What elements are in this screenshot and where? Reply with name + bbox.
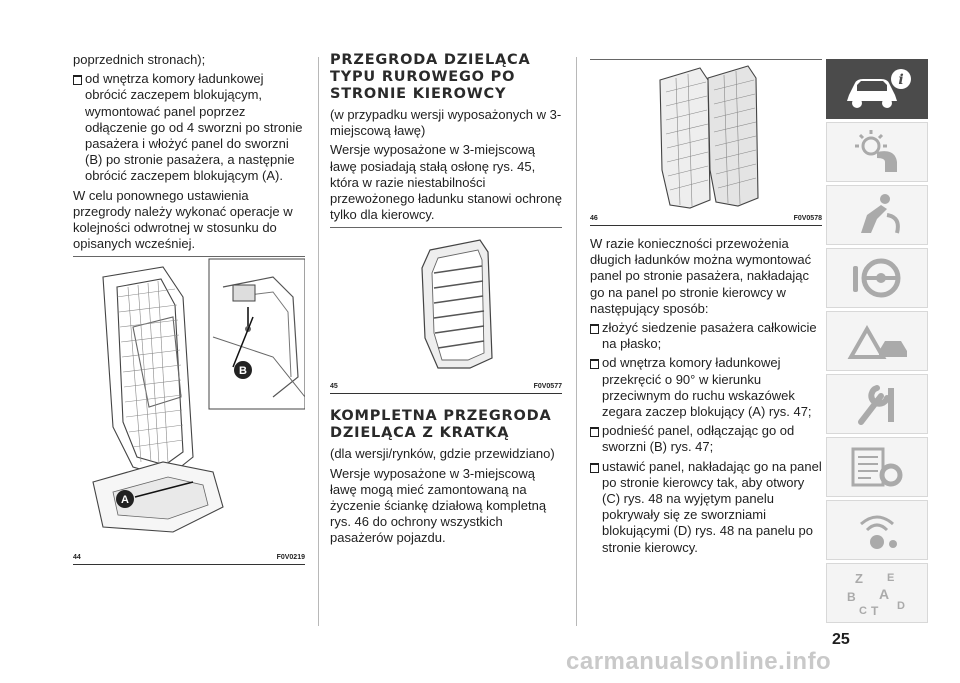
section-heading: KOMPLETNA PRZEGRODA DZIELĄCA Z KRATKĄ [330, 408, 552, 442]
index-letter: C [859, 605, 867, 617]
section-heading: PRZEGRODA DZIELĄCA TYPU RUROWEGO PO STRO… [330, 52, 531, 102]
paragraph: (w przypadku wersji wyposażonych w 3-mie… [330, 107, 562, 139]
wrench-icon [858, 385, 894, 425]
column-3: 46 F0V0578 W razie konieczności przewoże… [590, 59, 822, 559]
svg-text:i: i [898, 72, 903, 88]
figure-caption: 44 F0V0219 [73, 554, 305, 566]
bullet-paragraph: od wnętrza komory ładunkowej przekręcić … [590, 355, 822, 420]
warning-triangle-icon [847, 324, 907, 359]
paragraph: (dla wersji/rynków, gdzie przewidziano) [330, 446, 555, 462]
figure-caption: 46 F0V0578 [590, 215, 822, 226]
tab-index[interactable]: Z E B A C T D [826, 563, 928, 623]
paragraph: poprzednich stronach); [73, 52, 206, 67]
tab-emergency[interactable] [826, 311, 928, 371]
seat-airbag-icon [861, 194, 900, 234]
column-divider [576, 57, 577, 626]
paragraph: W razie konieczności przewożenia długich… [590, 236, 812, 316]
index-letter: Z [855, 571, 863, 586]
steering-wheel-icon [853, 258, 901, 298]
paragraph: Wersje wyposażone w 3-miejscową ławę pos… [330, 142, 562, 223]
tab-dashboard[interactable] [826, 122, 928, 182]
chapter-tabs: i [826, 59, 928, 626]
index-letter: B [847, 590, 856, 604]
figure-number: 46 [590, 215, 598, 222]
tab-car-info[interactable]: i [826, 59, 928, 119]
paragraph: W celu ponownego ustawienia przegrody na… [73, 187, 293, 252]
dashboard-lights-icon [855, 130, 897, 172]
multimedia-icon [860, 515, 897, 549]
tab-technical-data[interactable] [826, 437, 928, 497]
column-2: PRZEGRODA DZIELĄCA TYPU RUROWEGO PO STRO… [330, 52, 562, 550]
figure-caption: 45 F0V0577 [330, 383, 562, 395]
page-number: 25 [832, 631, 850, 648]
tab-safety[interactable] [826, 185, 928, 245]
figure-divider [330, 227, 562, 229]
figure-number: 45 [330, 383, 338, 391]
callout-a: A [121, 494, 129, 506]
partition-latch-illustration: B A [92, 258, 306, 533]
watermark: carmanualsonline.info [566, 648, 832, 675]
figure-44: B A 44 F0V0219 [73, 257, 306, 566]
bullet-paragraph: złożyć siedzenie pasażera całkowicie na … [590, 320, 822, 352]
tab-multimedia[interactable] [826, 500, 928, 560]
bullet-paragraph: podnieść panel, odłączając go od sworzni… [590, 423, 822, 455]
figure-code: F0V0219 [276, 554, 305, 562]
figure-number: 44 [73, 554, 81, 562]
index-letter: T [871, 604, 879, 617]
car-info-icon: i [847, 69, 911, 108]
column-1: poprzednich stronach); od wnętrza komory… [73, 52, 306, 566]
figure-45: 45 F0V0577 [330, 228, 562, 395]
callout-b: B [239, 365, 247, 377]
paragraph: Wersje wyposażone w 3-miejscową ławę mog… [330, 465, 547, 546]
specifications-icon [851, 447, 903, 487]
bullet-paragraph: od wnętrza komory ładunkowej obrócić zac… [73, 71, 305, 184]
index-letter: E [887, 572, 894, 584]
index-letter: D [897, 600, 905, 612]
tab-maintenance[interactable] [826, 374, 928, 434]
bullet-paragraph: ustawić panel, nakładając go na panel po… [590, 459, 822, 556]
tubular-partition-illustration [421, 239, 493, 370]
full-grille-partition-illustration [659, 65, 759, 209]
tab-starting-driving[interactable] [826, 248, 928, 308]
figure-46: 46 F0V0578 [590, 60, 822, 226]
index-letter: A [879, 586, 889, 602]
column-divider [318, 57, 319, 626]
figure-divider [73, 256, 305, 258]
figure-divider [590, 59, 822, 60]
figure-code: F0V0577 [533, 383, 562, 391]
figure-code: F0V0578 [793, 215, 822, 222]
index-letters-icon: Z E B A C T D [847, 571, 905, 617]
